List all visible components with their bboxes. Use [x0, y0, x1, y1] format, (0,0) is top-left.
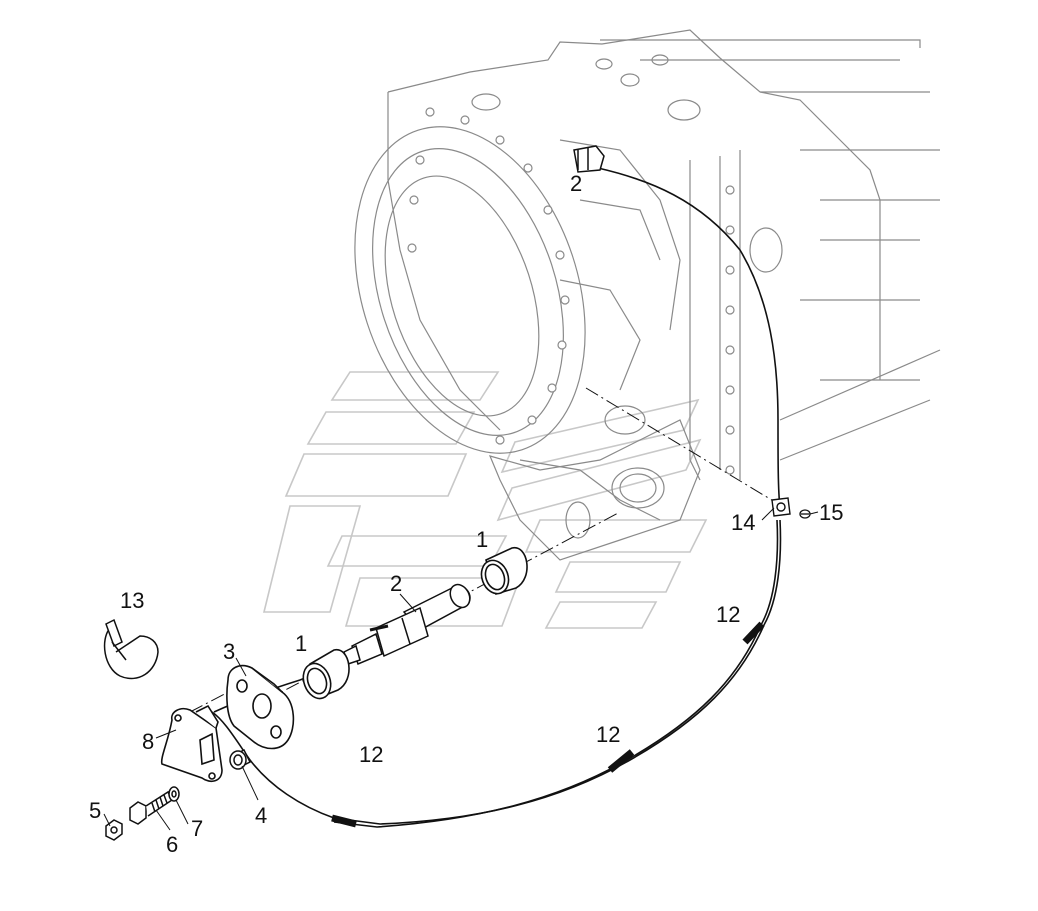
callout-5: 5 [89, 798, 101, 823]
cable-clip [771, 497, 791, 517]
callout-1-upper: 1 [476, 527, 488, 552]
bushing-upper [480, 547, 528, 595]
washer [168, 786, 180, 802]
leader-lines [103, 507, 819, 831]
cable-tie [103, 618, 159, 680]
callout-13: 13 [120, 588, 144, 613]
support-bracket [160, 704, 223, 783]
spacer-bushing [229, 748, 252, 770]
assembly-centerlines [189, 387, 781, 713]
callout-12-b: 12 [596, 722, 620, 747]
callout-6: 6 [166, 832, 178, 857]
bushing-lower [302, 649, 350, 700]
callout-14: 14 [731, 510, 755, 535]
callout-7: 7 [191, 816, 203, 841]
clip-screw [799, 509, 811, 519]
callout-labels: 1 1 2 2 3 4 5 6 7 8 12 12 12 13 14 15 [89, 171, 843, 857]
callout-12-c: 12 [359, 742, 383, 767]
callout-3: 3 [223, 639, 235, 664]
transmission-housing [354, 29, 941, 561]
sensor-cable [211, 167, 782, 828]
callout-12-a: 12 [716, 602, 740, 627]
callout-4: 4 [255, 803, 267, 828]
speed-sensor [343, 583, 471, 666]
bolt [129, 790, 173, 825]
mounting-flange [226, 664, 295, 750]
callout-15: 15 [819, 500, 843, 525]
callout-8: 8 [142, 729, 154, 754]
connector-plug [573, 145, 605, 173]
callout-1-lower: 1 [295, 631, 307, 656]
callout-2-lower: 2 [390, 571, 402, 596]
callout-2-upper: 2 [570, 171, 582, 196]
nut [105, 819, 123, 841]
